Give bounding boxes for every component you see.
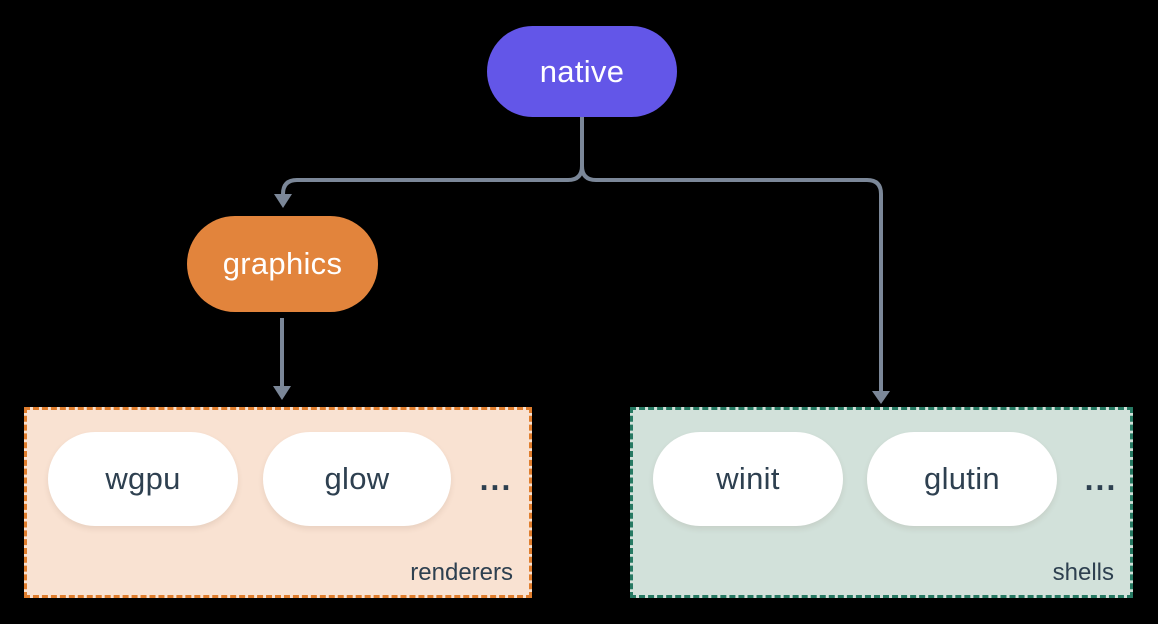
node-graphics: graphics <box>187 216 378 312</box>
arrowhead-renderers-icon <box>273 386 291 400</box>
node-glutin: glutin <box>867 432 1057 526</box>
edge-native-to-graphics <box>281 116 584 195</box>
shells-ellipsis: ... <box>1084 460 1118 497</box>
node-native-label: native <box>539 53 625 89</box>
node-glow: glow <box>263 432 451 526</box>
renderers-ellipsis: ... <box>479 460 513 497</box>
arrowhead-shells-icon <box>872 391 890 404</box>
group-shells-label: shells <box>1052 559 1114 586</box>
node-wgpu-label: wgpu <box>105 461 181 496</box>
node-graphics-label: graphics <box>222 246 343 281</box>
group-shells: winit glutin ... shells <box>630 407 1133 598</box>
node-native: native <box>487 26 677 117</box>
node-glutin-label: glutin <box>924 461 1000 496</box>
arrowhead-graphics-icon <box>274 194 292 208</box>
node-winit-label: winit <box>716 461 780 496</box>
edge-native-to-shells <box>580 165 883 392</box>
node-wgpu: wgpu <box>48 432 238 526</box>
group-renderers-label: renderers <box>410 559 513 586</box>
node-glow-label: glow <box>324 461 390 496</box>
group-renderers: wgpu glow ... renderers <box>24 407 532 598</box>
node-winit: winit <box>653 432 843 526</box>
